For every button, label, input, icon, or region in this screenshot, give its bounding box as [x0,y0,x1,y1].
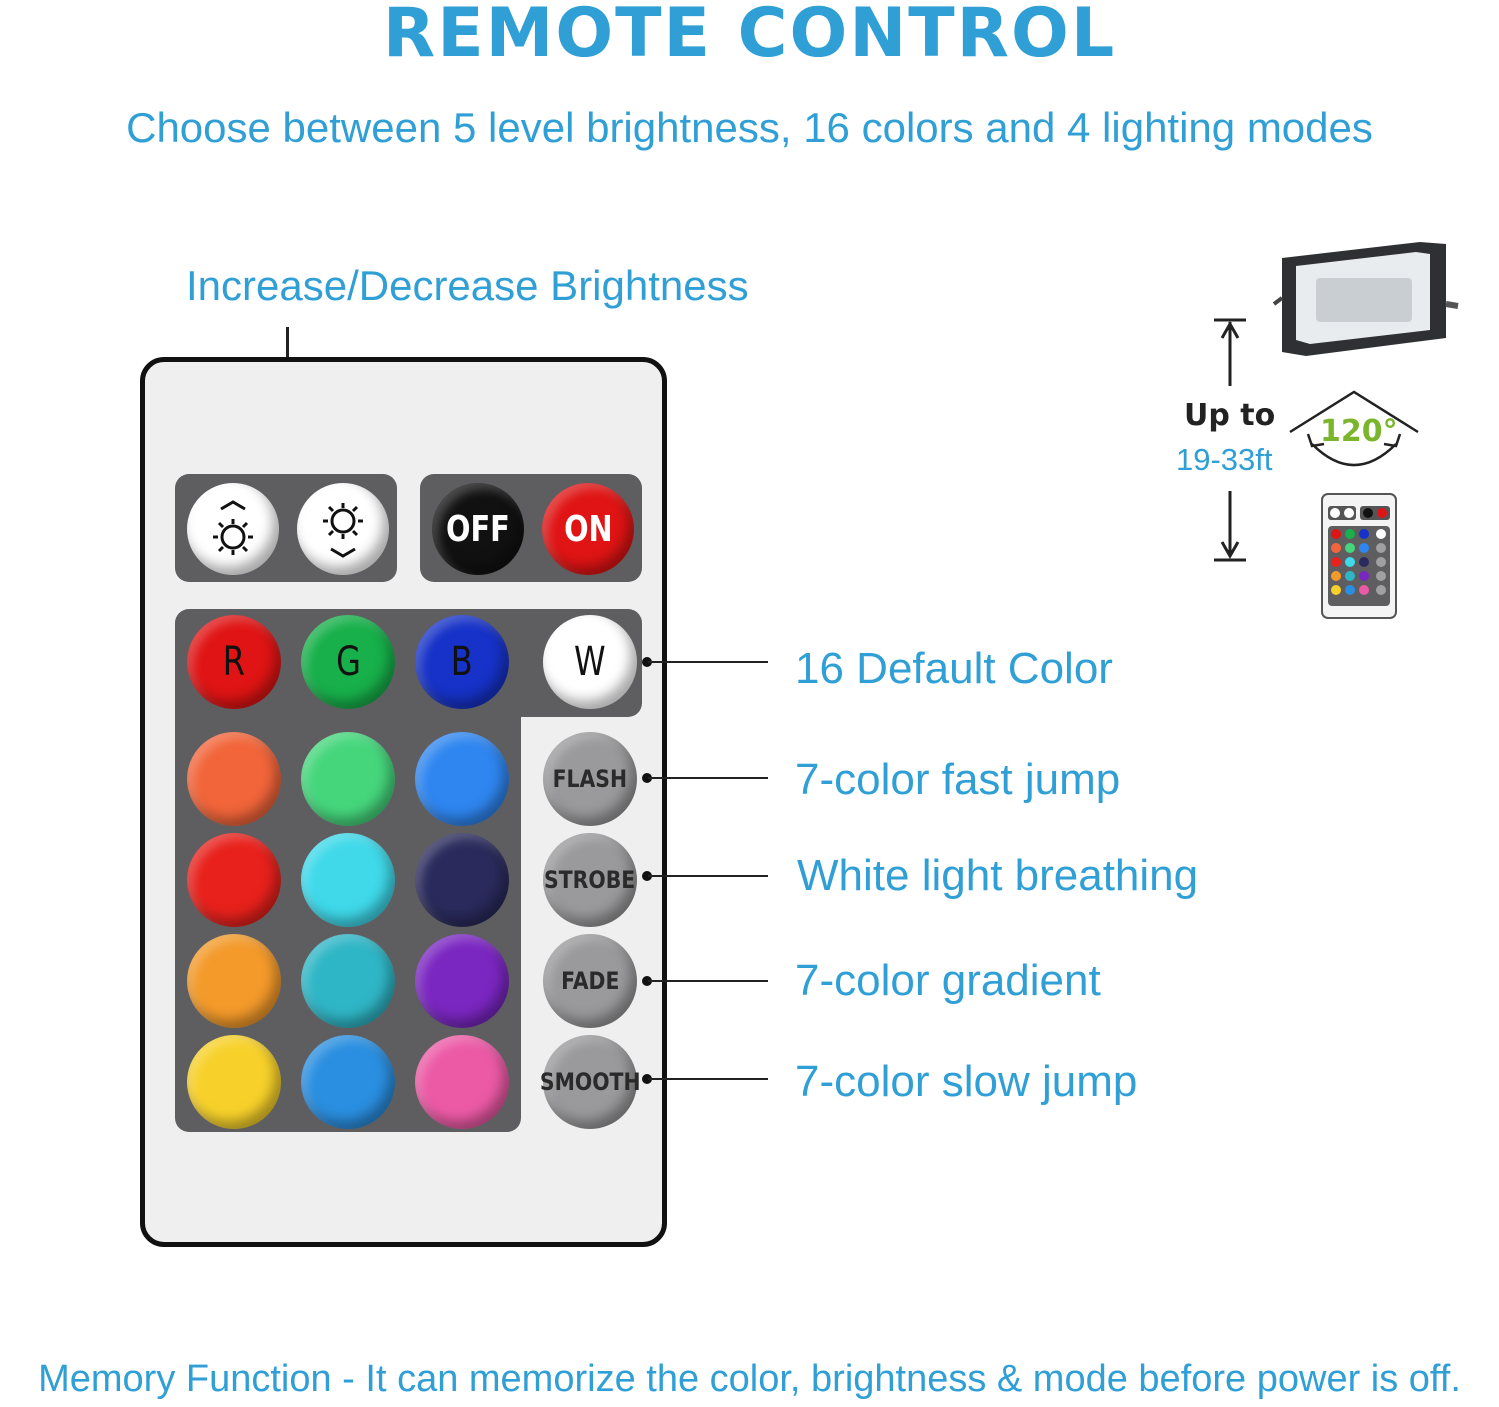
mini-color-dot [1331,557,1341,567]
color-swatch-button[interactable] [415,732,509,826]
brightness-up-button[interactable] [187,483,279,575]
color-swatch-button[interactable] [187,732,281,826]
brightness-callout-label: Increase/Decrease Brightness [186,262,749,309]
color-swatch-button[interactable] [187,1035,281,1129]
flash-callout-dot [642,773,652,783]
range-label: Up to [1184,398,1276,433]
default-color-label: 16 Default Color [795,644,1113,693]
flash-callout-line [648,777,768,779]
mini-color-dot [1359,585,1369,595]
distance-arrow-icon [1214,318,1246,562]
beam-angle-icon [1289,390,1419,467]
mode-button-label: FADE [560,967,620,995]
mini-color-dot [1345,585,1355,595]
color-button-r[interactable]: R [187,615,281,709]
mini-color-dot [1345,543,1355,553]
mini-color-dot [1331,585,1341,595]
mode-button-flash[interactable]: FLASH [543,732,637,826]
flash-mode-label: 7-color fast jump [795,755,1121,804]
remote-control: OFF ON R G B W FLASH STROBE FADE SMOOTH [140,357,667,1247]
mini-color-dot [1331,529,1341,539]
floodlight-icon [1272,242,1459,356]
on-label: ON [563,508,613,550]
mini-color-dot [1359,543,1369,553]
mini-color-dot [1345,557,1355,567]
mode-button-fade[interactable]: FADE [543,934,637,1028]
fade-mode-label: 7-color gradient [795,956,1101,1005]
color-swatch-button[interactable] [415,833,509,927]
beam-angle-value: 120° [1320,414,1398,449]
color-swatch-button[interactable] [301,833,395,927]
mode-button-label: SMOOTH [539,1068,641,1096]
mini-color-dot [1359,571,1369,581]
mini-mode-dot [1376,557,1386,567]
default-color-callout-line [648,661,768,663]
color-swatch-button[interactable] [187,833,281,927]
color-swatch-button[interactable] [301,732,395,826]
off-label: OFF [446,508,510,550]
mini-color-dot [1331,543,1341,553]
color-button-label: G [335,639,361,685]
smooth-callout-dot [642,1074,652,1084]
mini-color-dot [1359,557,1369,567]
mode-button-smooth[interactable]: SMOOTH [540,1035,640,1129]
mini-color-dot [1359,529,1369,539]
color-button-label: B [451,639,473,685]
smooth-mode-label: 7-color slow jump [795,1057,1138,1106]
mini-mode-dot [1376,571,1386,581]
fade-callout-line [648,980,768,982]
on-button[interactable]: ON [542,483,634,575]
mini-mode-dot [1376,529,1386,539]
page-subtitle: Choose between 5 level brightness, 16 co… [126,104,1373,151]
mini-color-dot [1345,571,1355,581]
page-title: REMOTE CONTROL [382,0,1117,73]
strobe-mode-label: White light breathing [797,851,1199,900]
mini-color-dot [1345,529,1355,539]
mini-color-dot [1331,571,1341,581]
mode-button-strobe[interactable]: STROBE [543,833,637,927]
range-value: 19-33ft [1176,442,1273,477]
brightness-up-icon [213,500,253,555]
mode-button-label: FLASH [552,765,628,793]
smooth-callout-line [648,1078,768,1080]
color-button-w[interactable]: W [543,615,637,709]
mode-button-label: STROBE [544,866,636,894]
memory-function-note: Memory Function - It can memorize the co… [38,1358,1461,1400]
color-button-label: W [574,639,606,685]
mini-mode-dot [1376,585,1386,595]
color-button-b[interactable]: B [415,615,509,709]
strobe-callout-line [648,875,768,877]
color-button-label: R [222,639,246,685]
default-color-callout-dot [642,657,652,667]
fade-callout-dot [642,976,652,986]
brightness-down-button[interactable] [297,483,389,575]
color-swatch-button[interactable] [415,934,509,1028]
mini-remote-icon [1321,493,1397,619]
color-swatch-button[interactable] [301,934,395,1028]
color-swatch-button[interactable] [301,1035,395,1129]
strobe-callout-dot [642,871,652,881]
brightness-down-icon [323,503,363,558]
mini-mode-dot [1376,543,1386,553]
color-swatch-button[interactable] [415,1035,509,1129]
color-swatch-button[interactable] [187,934,281,1028]
color-button-g[interactable]: G [301,615,395,709]
off-button[interactable]: OFF [432,483,524,575]
